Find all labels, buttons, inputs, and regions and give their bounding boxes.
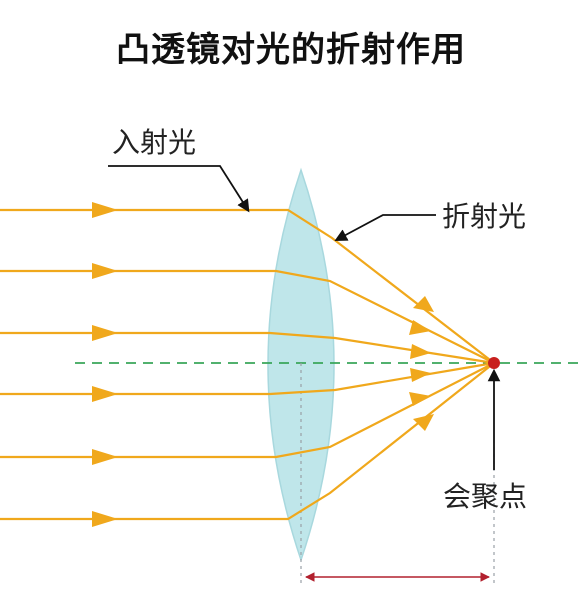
refracted-arrow-1 xyxy=(413,296,434,312)
focus-point-label: 会聚点 xyxy=(443,480,527,513)
ray-2 xyxy=(0,269,495,364)
ray-5 xyxy=(0,362,495,459)
ray-arrow-5 xyxy=(92,449,118,465)
refracted-arrow-5 xyxy=(409,392,431,406)
incident-pointer xyxy=(108,165,250,213)
focus-point xyxy=(488,357,500,369)
refracted-arrow-4 xyxy=(410,368,431,382)
incident-direction-arrows xyxy=(92,202,118,527)
refracted-direction-arrows xyxy=(409,296,434,431)
ray-6 xyxy=(0,362,495,521)
incident-light-label: 入射光 xyxy=(112,126,196,159)
ray-arrow-1 xyxy=(92,202,118,218)
ray-arrow-4 xyxy=(92,386,118,402)
ray-4 xyxy=(0,361,495,396)
diagram-title: 凸透镜对光的折射作用 xyxy=(116,30,466,70)
refracted-arrow-6 xyxy=(413,414,434,431)
refracted-arrow-3 xyxy=(410,344,431,359)
refracted-pointer xyxy=(334,214,436,241)
ray-arrow-3 xyxy=(92,325,118,341)
refracted-light-label: 折射光 xyxy=(442,200,526,233)
light-rays xyxy=(0,208,495,521)
ray-arrow-2 xyxy=(92,263,118,279)
ray-1 xyxy=(0,208,495,364)
refracted-arrow-2 xyxy=(409,320,431,335)
ray-arrow-6 xyxy=(92,511,118,527)
